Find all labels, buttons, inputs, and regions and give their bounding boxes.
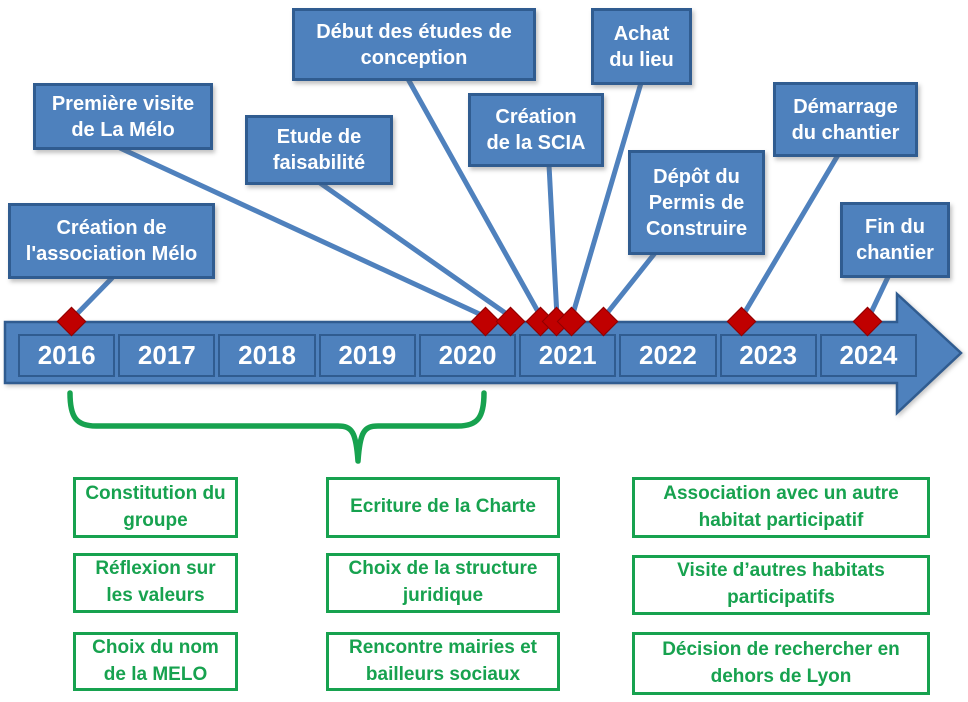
activity-box-reflexion-valeurs: Réflexion sur les valeurs — [73, 553, 238, 613]
year-cell: 2018 — [218, 334, 316, 377]
year-cell: 2017 — [118, 334, 216, 377]
event-box-premiere-visite: Première visite de La Mélo — [33, 83, 213, 150]
connector-line — [546, 162, 560, 320]
year-cell: 2024 — [819, 334, 917, 377]
activity-box-choix-nom: Choix du nom de la MELO — [73, 632, 238, 691]
event-box-debut-etudes-conception: Début des études de conception — [292, 8, 536, 81]
activity-box-structure-juridique: Choix de la structure juridique — [326, 553, 560, 613]
activity-box-ecriture-charte: Ecriture de la Charte — [326, 477, 560, 538]
connector-line — [601, 250, 658, 320]
year-cell: 2021 — [519, 334, 617, 377]
year-cell: 2023 — [719, 334, 817, 377]
event-box-etude-faisabilite: Etude de faisabilité — [245, 115, 393, 185]
activity-box-constitution-groupe: Constitution du groupe — [73, 477, 238, 538]
activity-box-visite-habitats: Visite d’autres habitats participatifs — [632, 555, 930, 615]
event-box-creation-association: Création de l'association Mélo — [8, 203, 215, 279]
event-box-achat-lieu: Achat du lieu — [591, 8, 692, 85]
curly-brace — [67, 390, 487, 464]
connector-line — [739, 152, 841, 320]
year-cell: 2022 — [619, 334, 717, 377]
event-box-depot-permis: Dépôt du Permis de Construire — [628, 150, 765, 255]
connector-line — [569, 80, 644, 320]
year-row: 2016 2017 2018 2019 2020 2021 2022 2023 … — [18, 334, 917, 377]
timeline-arrow — [3, 291, 963, 416]
year-cell: 2016 — [18, 334, 116, 377]
event-box-creation-scia: Création de la SCIA — [468, 93, 604, 167]
activity-box-association-autre-habitat: Association avec un autre habitat partic… — [632, 477, 930, 538]
activity-box-rencontre-mairies: Rencontre mairies et bailleurs sociaux — [326, 632, 560, 691]
connector-lines — [69, 76, 891, 322]
connector-line — [405, 76, 544, 320]
year-cell: 2019 — [318, 334, 416, 377]
event-box-fin-chantier: Fin du chantier — [840, 202, 950, 278]
connector-line — [69, 275, 115, 322]
connector-line — [317, 180, 514, 320]
connector-line — [117, 145, 489, 320]
year-cell: 2020 — [418, 334, 517, 377]
event-box-demarrage-chantier: Démarrage du chantier — [773, 82, 918, 157]
activity-box-decision-rechercher: Décision de rechercher en dehors de Lyon — [632, 632, 930, 695]
